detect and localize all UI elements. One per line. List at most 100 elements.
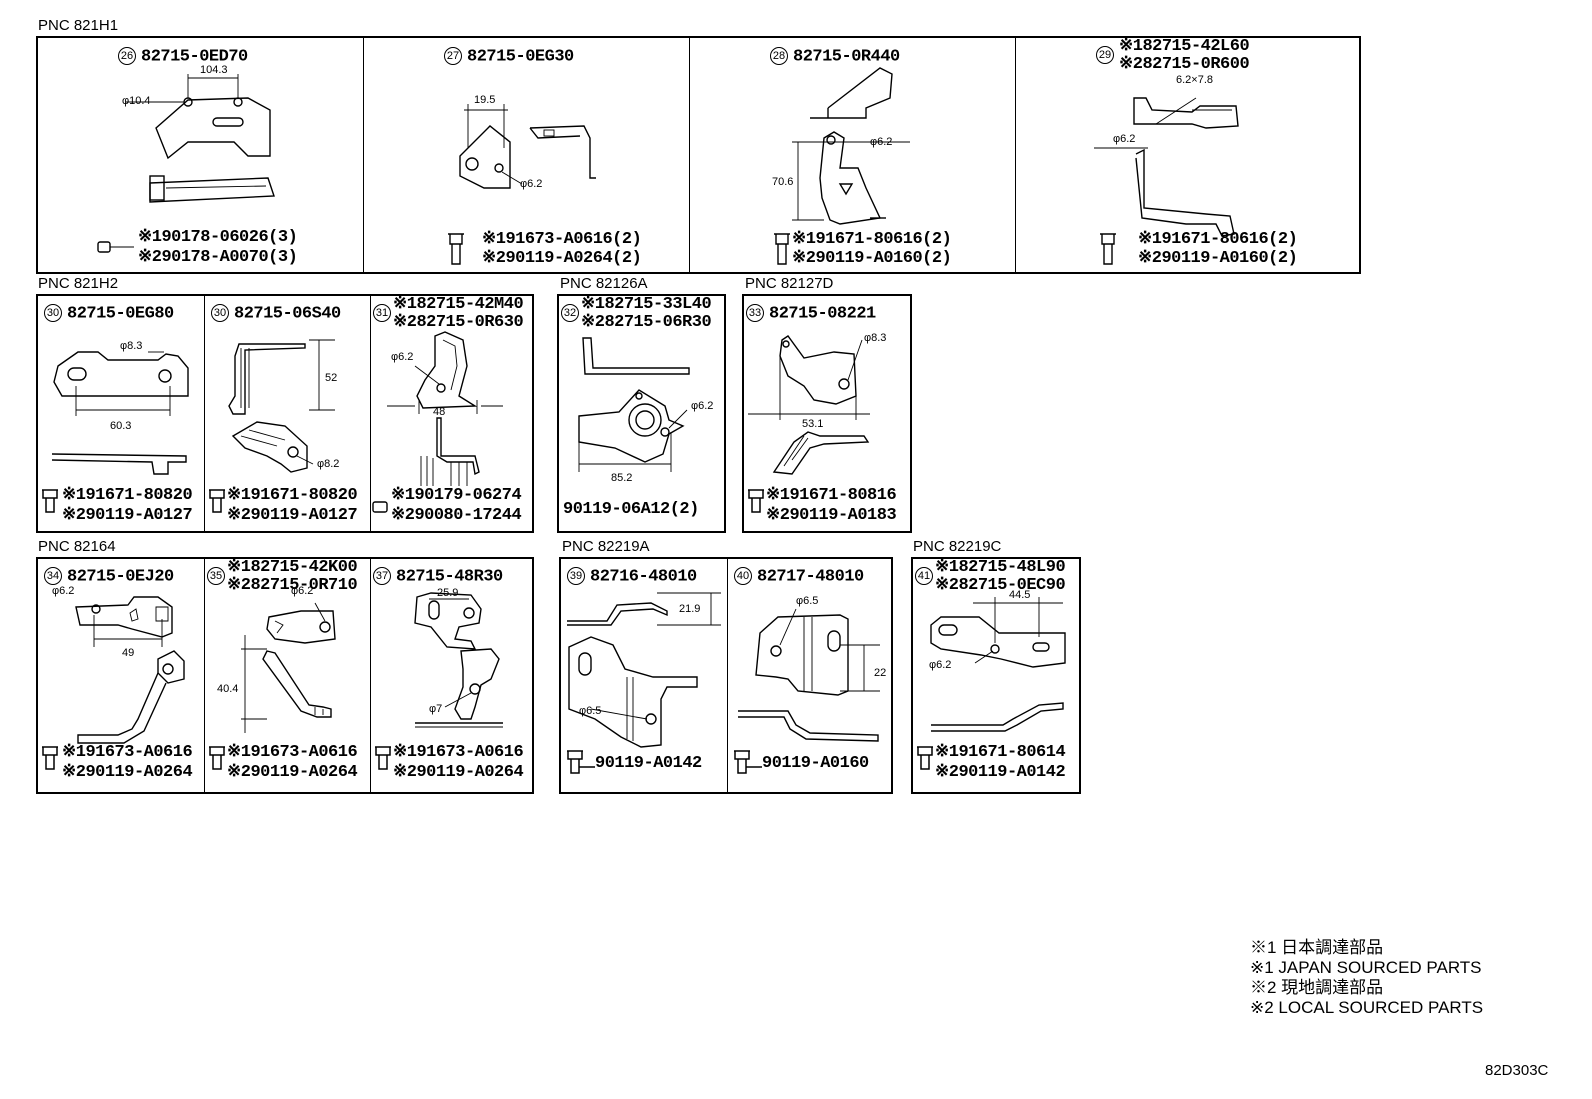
legend-line: ※1 JAPAN SOURCED PARTS [1250,958,1482,977]
sub-part-2[interactable]: ※290080-17244 [391,506,522,525]
part-number-japan[interactable]: ※182715-42K00 [227,558,358,577]
sub-part-1[interactable]: ※191671-80616(2) [792,230,952,249]
part-header: 41 ※182715-48L90 ※282715-0EC90 [915,558,1066,595]
part-number[interactable]: 82717-48010 [757,567,864,587]
dim-label: φ6.2 [929,659,952,671]
sub-part-2[interactable]: ※290119-A0160(2) [792,249,952,268]
sub-part-1[interactable]: ※191671-80820 [62,486,193,505]
bracket-drawing [97,74,275,253]
sub-part-1[interactable]: ※191673-A0616 [62,743,193,762]
part-number[interactable]: 82715-0EG30 [467,47,574,67]
bolt-icon [375,743,391,770]
sub-part-2[interactable]: ※290119-A0264 [393,763,524,782]
part-number-local[interactable]: ※282715-0R630 [393,313,524,332]
pnc-label-821h2: PNC 821H2 [38,275,119,292]
part-number[interactable]: 82715-0R440 [793,47,900,67]
part-number[interactable]: 82715-08221 [769,304,876,324]
part-number-local[interactable]: ※282715-0EC90 [935,576,1066,595]
sub-part-1[interactable]: 90119-A0142 [595,754,702,773]
part-number-japan[interactable]: ※182715-48L90 [935,558,1066,577]
sub-part-2[interactable]: ※290178-A0070(3) [138,248,298,267]
dim-label: 22 [874,667,887,679]
part-number-japan[interactable]: ※182715-42L60 [1119,37,1250,56]
part-number-local[interactable]: ※282715-0R710 [227,576,358,595]
group-82126a: 32 ※182715-33L40 ※282715-06R30 φ6.2 85.2… [557,294,726,533]
cell-29: 29 ※182715-42L60 ※282715-0R600 6.2×7.8 φ… [1015,38,1361,272]
part-number[interactable]: 82715-06S40 [234,304,341,324]
sub-part-1[interactable]: 90119-A0160 [762,754,869,773]
sub-part-1[interactable]: ※191673-A0616 [227,743,358,762]
bracket-drawing [1094,97,1239,265]
bracket-drawing [75,596,185,744]
sub-part-2[interactable]: ※290119-A0142 [935,763,1066,782]
sub-part-1[interactable]: ※191673-A0616(2) [482,230,642,249]
bolt-icon [209,486,225,513]
sourcing-legend: ※1 日本調達部品 ※1 JAPAN SOURCED PARTS ※2 現地調達… [1250,938,1483,1018]
callout-number: 40 [734,567,752,585]
bolt-icon [734,747,762,774]
sub-part-1[interactable]: ※190178-06026(3) [138,228,298,247]
part-number[interactable]: 82715-0ED70 [141,47,248,67]
sub-part-2[interactable]: ※290119-A0264 [227,763,358,782]
bracket-drawing [567,592,721,748]
bracket-drawing [414,592,503,728]
bracket-drawing [738,608,880,742]
sub-part-1[interactable]: ※191671-80816 [766,486,897,505]
dim-label: 48 [433,406,446,418]
sub-part-1[interactable]: ※191671-80820 [227,486,358,505]
part-number[interactable]: 82715-48R30 [396,567,503,587]
part-number-japan[interactable]: ※182715-33L40 [581,295,712,314]
cell-35: 35 ※182715-42K00 ※282715-0R710 φ6.2 40.4… [204,559,370,792]
part-header: 40 82717-48010 [734,567,864,586]
dim-label: φ8.3 [120,340,143,352]
callout-number: 26 [118,47,136,65]
sub-part-1[interactable]: ※190179-06274 [391,486,522,505]
pnc-label-821h1: PNC 821H1 [38,17,119,34]
callout-number: 33 [746,304,764,322]
bracket-drawing [578,337,690,472]
dim-label: 70.6 [772,176,794,188]
dim-label: 19.5 [474,94,496,106]
sub-part-2[interactable]: ※290119-A0160(2) [1138,249,1298,268]
dim-label: 21.9 [679,603,701,615]
part-number-local[interactable]: ※282715-0R600 [1119,55,1250,74]
sub-part-2[interactable]: ※290119-A0127 [62,506,193,525]
dim-label: 6.2×7.8 [1176,74,1214,86]
part-number[interactable]: 82716-48010 [590,567,697,587]
dim-label: φ6.2 [291,585,314,597]
part-number[interactable]: 82715-0EG80 [67,304,174,324]
part-number-local[interactable]: ※282715-06R30 [581,313,712,332]
dim-label: φ6.2 [520,178,543,190]
part-number[interactable]: 82715-0EJ20 [67,567,174,587]
sub-part-1[interactable]: ※191671-80616(2) [1138,230,1298,249]
bolt-icon [42,743,58,770]
bracket-drawing [748,335,870,475]
bolt-icon [209,743,225,770]
part-header: 39 82716-48010 [567,567,697,586]
bolt-icon [917,743,933,770]
dim-label: 49 [122,647,135,659]
part-number-japan[interactable]: ※182715-42M40 [393,295,524,314]
callout-number: 30 [211,304,229,322]
sub-part-1[interactable]: ※191671-80614 [935,743,1066,762]
cell-31: 31 ※182715-42M40 ※282715-0R630 φ6.2 48 ※… [370,296,534,531]
sub-part-1[interactable]: 90119-06A12(2) [563,500,699,519]
callout-number: 39 [567,567,585,585]
legend-line: ※1 日本調達部品 [1250,938,1384,957]
sub-part-2[interactable]: ※290119-A0264(2) [482,249,642,268]
part-header: 33 82715-08221 [746,304,876,323]
dim-label: 44.5 [1009,589,1031,601]
sub-part-1[interactable]: ※191673-A0616 [393,743,524,762]
sub-part-2[interactable]: ※290119-A0264 [62,763,193,782]
sub-part-2[interactable]: ※290119-A0127 [227,506,358,525]
sub-part-2[interactable]: ※290119-A0183 [766,506,897,525]
callout-number: 29 [1096,46,1114,64]
